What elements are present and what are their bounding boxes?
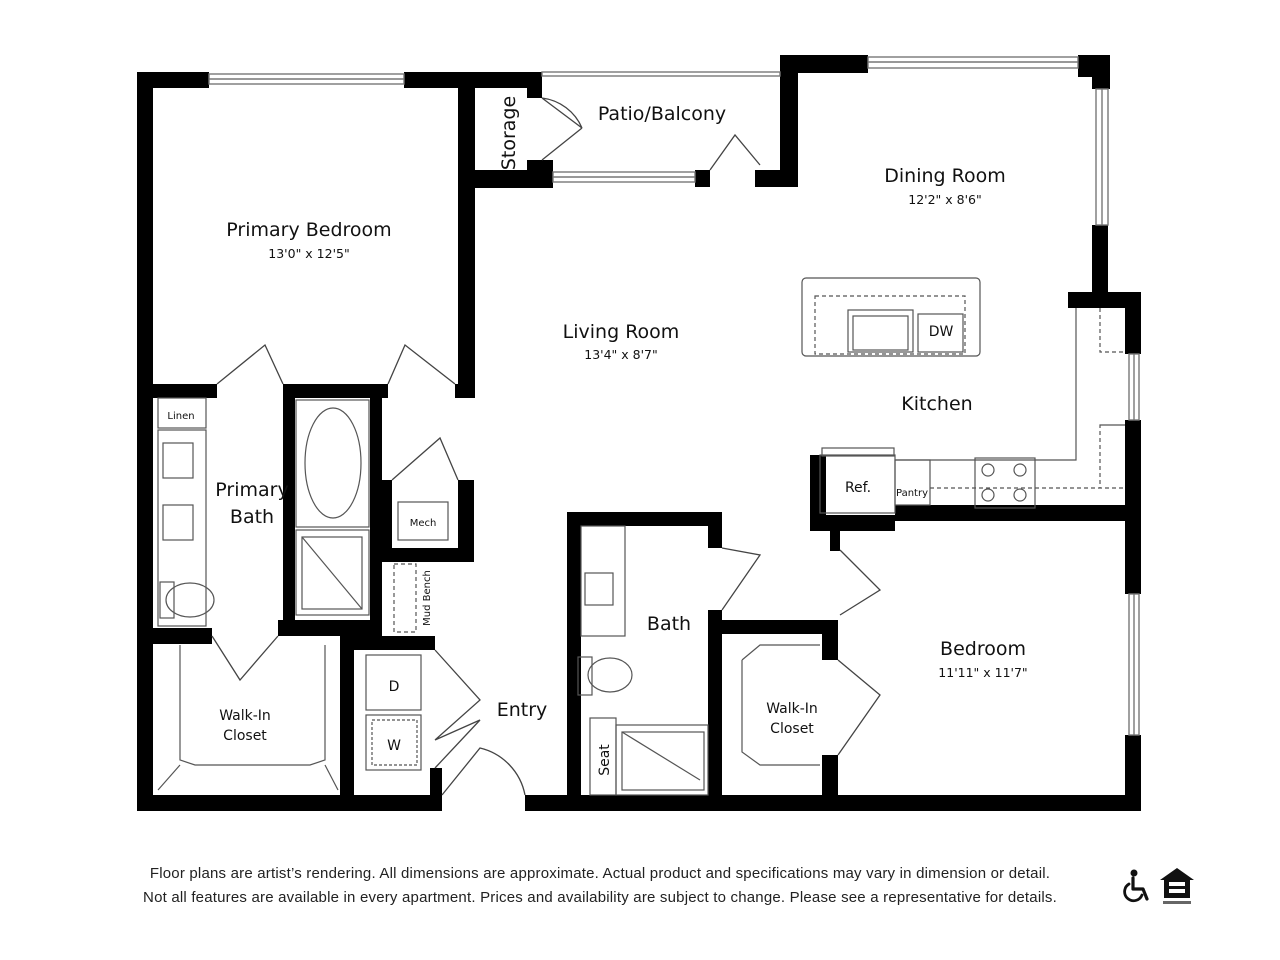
primary-bedroom-label: Primary Bedroom bbox=[226, 219, 391, 241]
windows bbox=[208, 56, 1140, 736]
washer-label: W bbox=[387, 738, 401, 754]
walkin-closet-bedroom-2: Closet bbox=[770, 721, 814, 737]
mech-label: Mech bbox=[410, 518, 437, 529]
walkin-closet-bedroom-1: Walk-In bbox=[766, 701, 818, 717]
room-labels: Primary Bedroom 13'0" x 12'5" Storage Pa… bbox=[167, 96, 1027, 776]
dining-room-dims: 12'2" x 8'6" bbox=[908, 192, 981, 207]
doors bbox=[211, 97, 882, 796]
fixtures bbox=[157, 277, 1125, 796]
storage-label: Storage bbox=[498, 96, 520, 170]
living-room-label: Living Room bbox=[563, 321, 680, 343]
pantry-label: Pantry bbox=[896, 488, 928, 499]
seat-label: Seat bbox=[597, 744, 613, 776]
bedroom-label: Bedroom bbox=[940, 638, 1026, 660]
walkin-closet-primary-1: Walk-In bbox=[219, 708, 271, 724]
walls bbox=[137, 55, 1141, 811]
equal-housing-icon bbox=[1160, 868, 1194, 904]
walkin-closet-primary-2: Closet bbox=[223, 728, 267, 744]
wheelchair-icon bbox=[1123, 869, 1149, 903]
patio-label: Patio/Balcony bbox=[598, 103, 726, 125]
dw-label: DW bbox=[929, 324, 954, 340]
dining-room-label: Dining Room bbox=[884, 165, 1005, 187]
primary-bath-label-1: Primary bbox=[215, 479, 288, 501]
ref-label: Ref. bbox=[845, 480, 871, 496]
linen-label: Linen bbox=[167, 411, 194, 422]
kitchen-label: Kitchen bbox=[901, 393, 972, 415]
primary-bedroom-dims: 13'0" x 12'5" bbox=[268, 246, 349, 261]
dryer-label: D bbox=[389, 679, 400, 695]
mud-bench-label: Mud Bench bbox=[422, 570, 433, 626]
disclaimer-line-2: Not all features are available in every … bbox=[143, 889, 1057, 906]
disclaimer-line-1: Floor plans are artist’s rendering. All … bbox=[149, 865, 1051, 882]
floor-plan: Primary Bedroom 13'0" x 12'5" Storage Pa… bbox=[137, 55, 1141, 811]
bath-label: Bath bbox=[647, 613, 691, 635]
bedroom-dims: 11'11" x 11'7" bbox=[938, 665, 1027, 680]
entry-label: Entry bbox=[497, 699, 548, 721]
primary-bath-label-2: Bath bbox=[230, 506, 274, 528]
living-room-dims: 13'4" x 8'7" bbox=[584, 347, 657, 362]
